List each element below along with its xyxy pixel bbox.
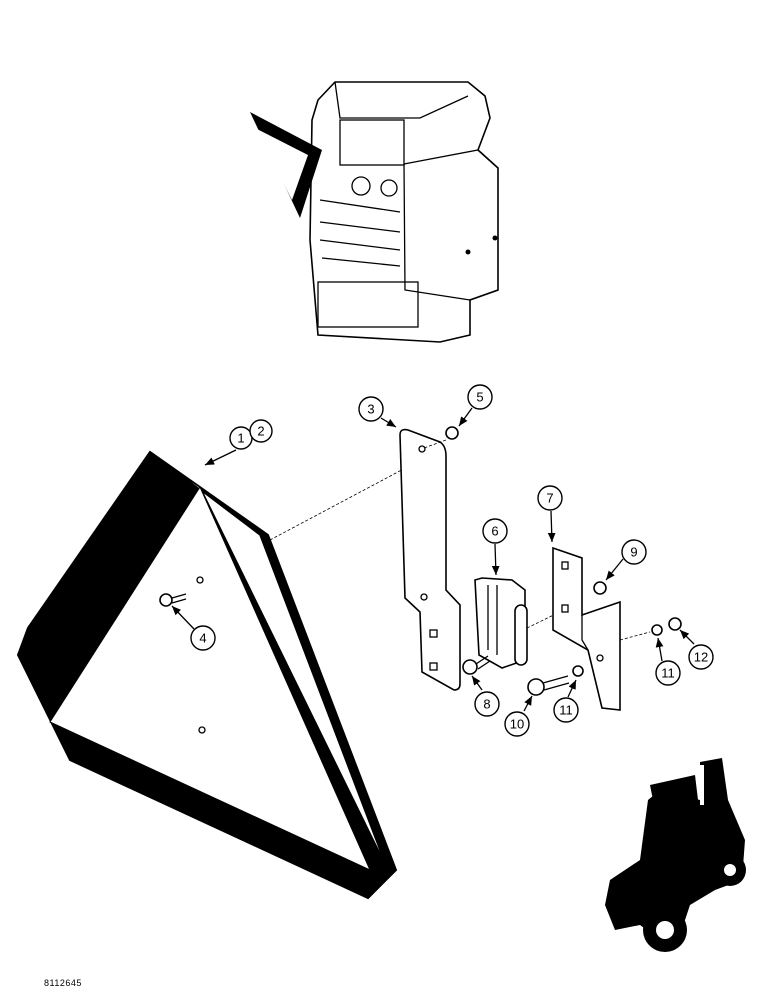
svg-text:11: 11 (559, 703, 573, 718)
svg-text:3: 3 (367, 402, 374, 417)
svg-text:12: 12 (694, 650, 708, 665)
callout-5: 5 (467, 384, 493, 410)
washer-11b (651, 624, 663, 636)
svg-text:7: 7 (546, 491, 553, 506)
bolt-4 (159, 593, 187, 607)
callout-8: 8 (474, 691, 500, 717)
cab-rear-illustration (250, 81, 499, 343)
callout-12: 12 (688, 644, 714, 670)
callout-11b: 11 (655, 660, 681, 686)
nut-12 (668, 617, 682, 631)
callout-3: 3 (358, 396, 384, 422)
callout-11a: 11 (553, 697, 579, 723)
svg-text:4: 4 (199, 631, 206, 646)
svg-text:11: 11 (661, 666, 675, 681)
callout-10: 10 (504, 711, 530, 737)
svg-text:9: 9 (630, 545, 637, 560)
hinge-6 (474, 577, 528, 669)
svg-text:2: 2 (257, 424, 264, 439)
callout-1: 1 (229, 426, 253, 450)
callout-2: 2 (249, 419, 273, 443)
svg-text:10: 10 (510, 717, 524, 732)
svg-text:8: 8 (483, 697, 490, 712)
svg-text:1: 1 (237, 431, 244, 446)
svg-text:5: 5 (476, 390, 483, 405)
forklift-tractor-thumbnail (605, 758, 746, 952)
slow-moving-vehicle-sign (16, 450, 398, 900)
leader-lines (171, 407, 695, 712)
figure-id: 8112645 (44, 978, 82, 988)
washer-11a (572, 665, 584, 677)
callout-9: 9 (621, 539, 647, 565)
callout-7: 7 (537, 485, 563, 511)
nut-5 (445, 426, 459, 440)
bracket-7 (552, 546, 621, 711)
svg-text:6: 6 (491, 524, 498, 539)
callout-4: 4 (190, 625, 216, 651)
bolt-10 (527, 675, 570, 696)
callout-6: 6 (482, 518, 508, 544)
bracket-3 (399, 428, 461, 691)
nut-9 (593, 581, 607, 595)
bolt-8 (462, 655, 491, 675)
